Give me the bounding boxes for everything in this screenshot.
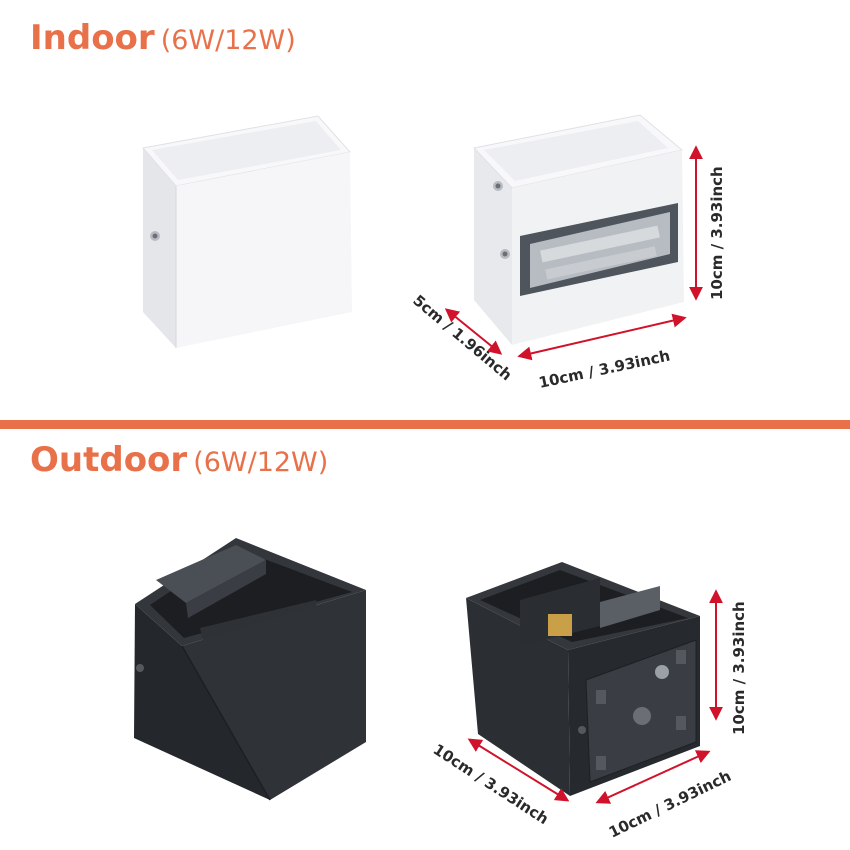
indoor-width-label: 10cm / 3.93inch [537,347,672,392]
outdoor-depth-arrow [467,738,570,802]
indoor-lamp-front [142,115,352,348]
indoor-depth-arrow [444,308,503,355]
outdoor-power: (6W/12W) [193,447,329,478]
indoor-height-label: 10cm / 3.93inch [708,166,726,300]
outdoor-width-label: 10cm / 3.93inch [606,767,734,842]
outdoor-height-label: 10cm / 3.93inch [730,601,748,735]
indoor-title: Indoor [30,18,155,58]
indoor-heading: Indoor(6W/12W) [30,18,296,58]
section-divider [0,420,850,429]
outdoor-heading: Outdoor(6W/12W) [30,440,328,480]
indoor-width-arrow [517,313,687,361]
indoor-power: (6W/12W) [160,25,296,56]
outdoor-width-arrow [595,750,711,804]
outdoor-lamp-front [134,538,366,801]
outdoor-lamp-back [466,562,700,796]
outdoor-title: Outdoor [30,440,188,480]
indoor-lamp-back [473,114,684,345]
